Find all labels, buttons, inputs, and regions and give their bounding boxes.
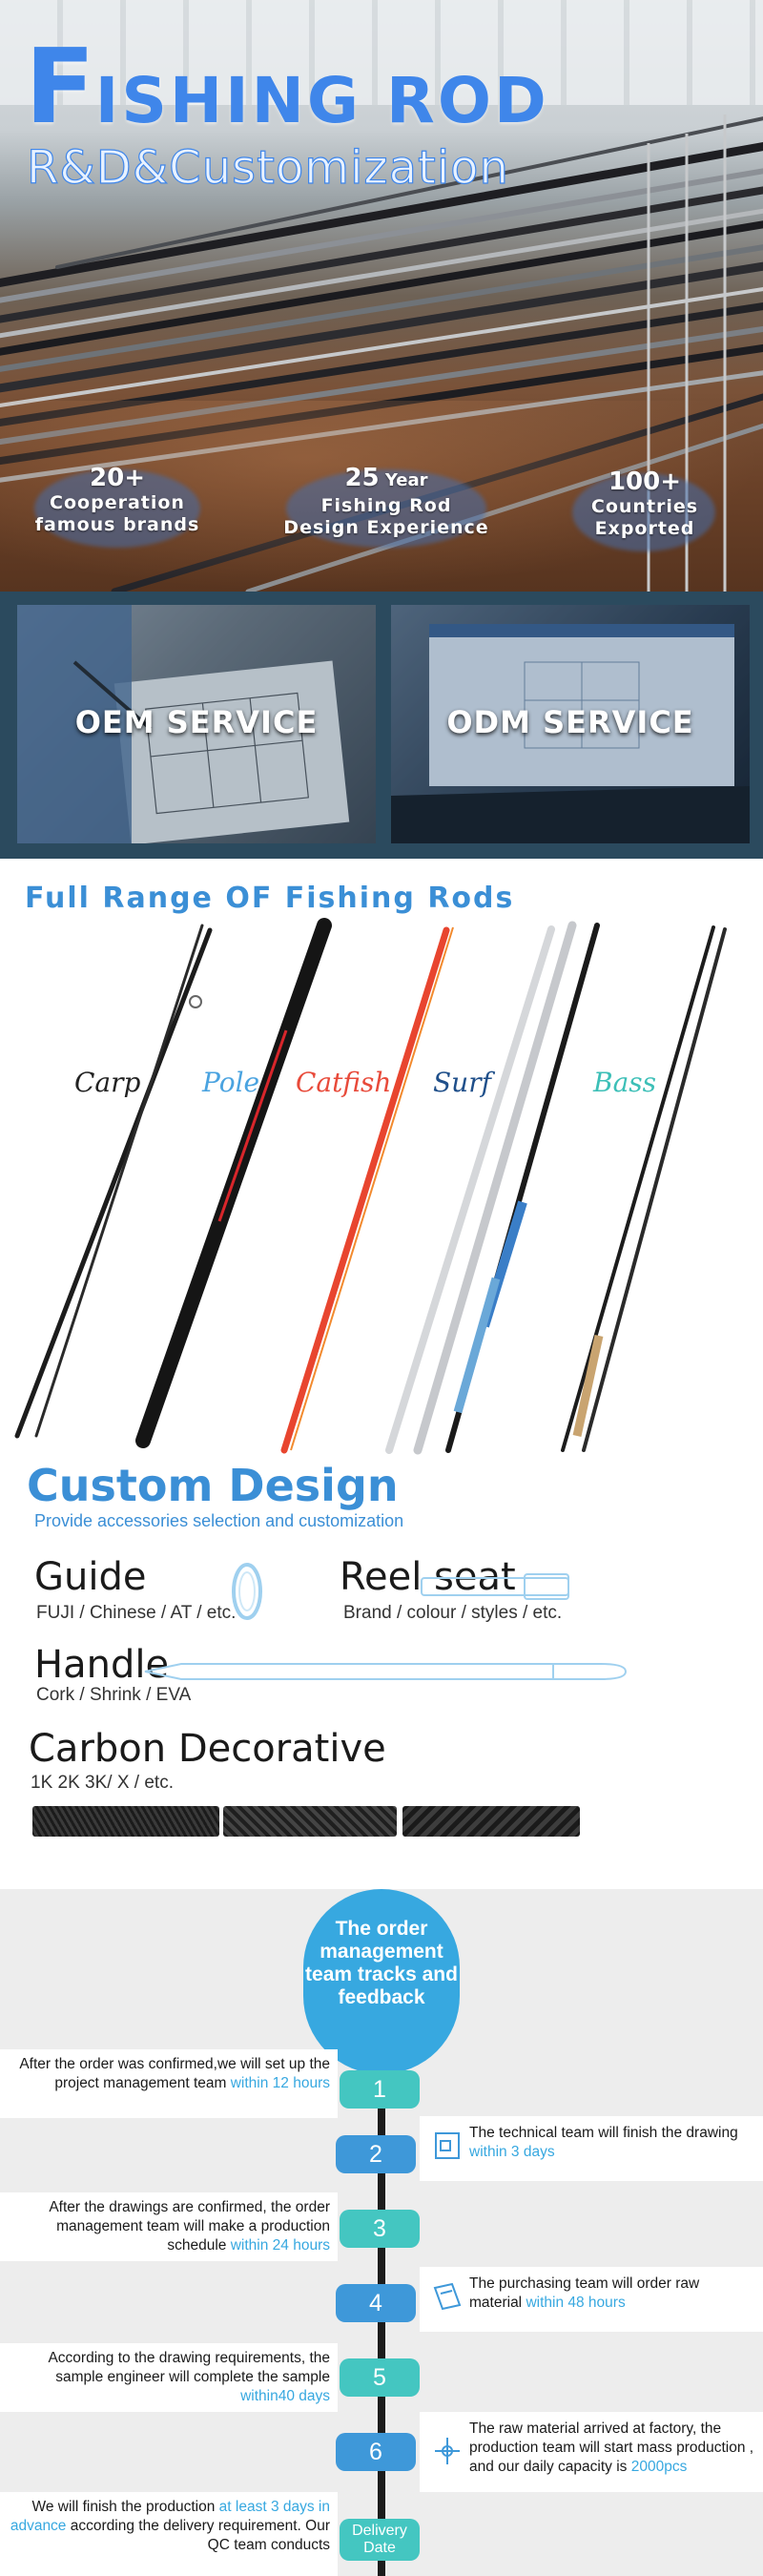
drawing-icon (435, 2132, 460, 2159)
guide-heading: Guide (34, 1555, 147, 1599)
carp-rod (14, 924, 213, 1439)
bass-rods (561, 925, 727, 1452)
timeline-card-7: We will finish the production at least 3… (0, 2492, 338, 2576)
stat-experience-line2: Design Experience (283, 517, 489, 538)
hero-title: FISHING ROD (25, 36, 549, 139)
timeline-step-3: 3 (340, 2210, 420, 2248)
hero-title-initial: F (25, 28, 95, 147)
custom-design-title: Custom Design (27, 1460, 399, 1511)
material-order-icon (433, 2282, 462, 2311)
timeline-step-delivery: Delivery Date (340, 2519, 420, 2561)
fishing-rods-range-image (14, 918, 727, 1455)
timeline-card-6: The raw material arrived at factory, the… (420, 2412, 763, 2492)
reel-seat-description: Brand / colour / styles / etc. (343, 1603, 563, 1623)
timeline-card-3: After the drawings are confirmed, the or… (0, 2192, 338, 2261)
rod-label-surf: Surf (433, 1067, 491, 1098)
stat-brands-line1: Cooperation (50, 492, 185, 513)
oem-service-label: OEM SERVICE (74, 704, 319, 740)
stat-experience-number: 25 Year (344, 464, 428, 492)
stat-countries-line1: Countries (590, 496, 699, 517)
guide-ring-icon (232, 1563, 262, 1620)
handle-description: Cork / Shrink / EVA (36, 1685, 192, 1705)
full-range-title: Full Range OF Fishing Rods (25, 882, 515, 915)
hero-subtitle: R&D&Customization (26, 140, 509, 195)
rod-label-pole: Pole (202, 1067, 260, 1098)
oem-service-card[interactable]: OEM SERVICE (17, 605, 376, 843)
stat-brands: 20+ Cooperation famous brands (27, 464, 208, 548)
stat-experience-line1: Fishing Rod (320, 495, 452, 516)
stat-countries-number: 100+ (608, 467, 682, 496)
timeline-card-1: After the order was confirmed,we will se… (0, 2049, 338, 2118)
timeline-step-2: 2 (336, 2135, 416, 2173)
handle-heading: Handle (34, 1643, 170, 1687)
services-section: OEM SERVICE ODM SERVICE (0, 592, 763, 859)
rod-label-bass: Bass (593, 1067, 657, 1098)
carbon-decorative-heading: Carbon Decorative (29, 1727, 386, 1771)
surf-rods (385, 921, 600, 1455)
timeline-step-5: 5 (340, 2358, 420, 2397)
timeline-axis (378, 2070, 385, 2576)
production-icon (435, 2438, 460, 2464)
pole-rod (135, 918, 332, 1448)
stat-experience: 25 Year Fishing Rod Design Experience (277, 464, 496, 548)
stat-countries: 100+ Countries Exported (568, 467, 721, 551)
carbon-decorative-description: 1K 2K 3K/ X / etc. (31, 1773, 174, 1793)
hero-banner: FISHING ROD R&D&Customization 20+ Cooper… (0, 0, 763, 592)
timeline-step-1: 1 (340, 2070, 420, 2109)
odm-service-card[interactable]: ODM SERVICE (391, 605, 750, 843)
odm-service-label: ODM SERVICE (446, 704, 694, 740)
rod-label-carp: Carp (74, 1067, 141, 1098)
timeline-card-4: The purchasing team will order raw mater… (420, 2267, 763, 2332)
stat-countries-line2: Exported (594, 518, 695, 539)
catfish-rod (280, 926, 454, 1454)
timeline-step-4: 4 (336, 2284, 416, 2322)
hero-rods-photo (0, 114, 763, 592)
rod-label-catfish: Catfish (296, 1067, 392, 1098)
guide-description: FUJI / Chinese / AT / etc. (36, 1603, 237, 1623)
carbon-sample-1 (32, 1806, 219, 1837)
odm-photo (391, 624, 750, 843)
reel-seat-icon (421, 1573, 569, 1600)
hero-title-rest: ISHING ROD (94, 64, 549, 137)
hero-background-windows (0, 0, 763, 105)
handle-icon (144, 1663, 628, 1680)
carbon-sample-2 (223, 1806, 397, 1837)
oem-photo (17, 605, 350, 843)
carbon-sample-3 (402, 1806, 580, 1837)
custom-design-subtitle: Provide accessories selection and custom… (34, 1511, 404, 1530)
stat-brands-number: 20+ (90, 464, 145, 492)
timeline-card-5: According to the drawing requirements, t… (0, 2343, 338, 2412)
timeline-heading: The order management team tracks and fee… (303, 1889, 460, 2074)
timeline-card-2: The technical team will finish the drawi… (420, 2116, 763, 2181)
stat-brands-line2: famous brands (34, 514, 200, 535)
timeline-step-6: 6 (336, 2433, 416, 2471)
order-timeline-section: The order management team tracks and fee… (0, 1889, 763, 2576)
